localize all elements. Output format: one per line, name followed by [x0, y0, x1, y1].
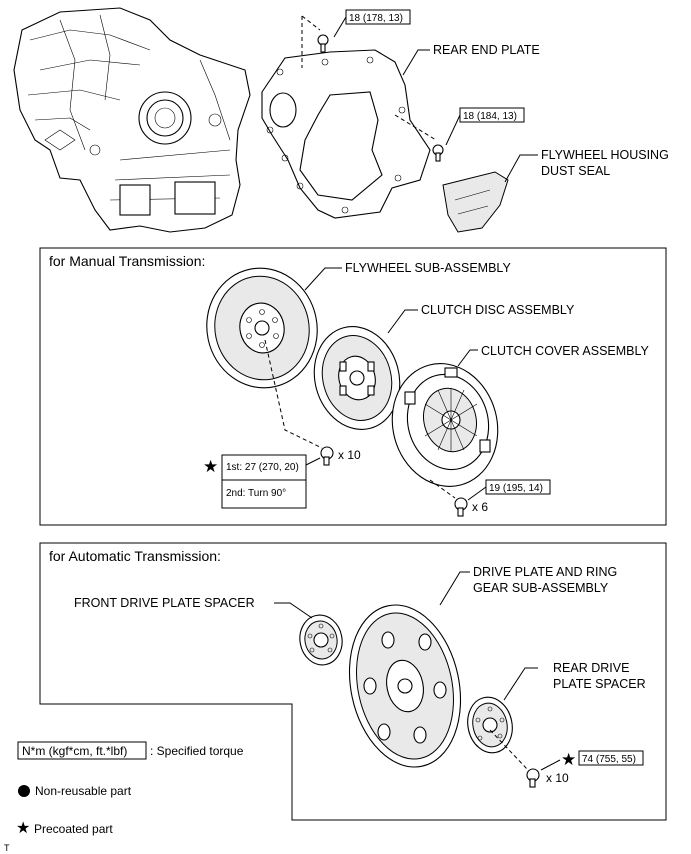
star-precoated-icon: ★ — [16, 818, 30, 837]
qty-drive-plate-bolts: x 10 — [546, 771, 569, 785]
label-rear-end-plate: REAR END PLATE — [433, 43, 540, 57]
section-title-automatic: for Automatic Transmission: — [49, 548, 221, 564]
flywheel-bolt — [264, 339, 334, 466]
label-rear-spacer-2: PLATE SPACER — [553, 677, 646, 691]
label-dust-seal-2: DUST SEAL — [541, 164, 610, 178]
star-precoated-icon: ★ — [561, 750, 576, 770]
torque-flywheel-2nd: 2nd: Turn 90° — [226, 488, 286, 499]
label-drive-plate-1: DRIVE PLATE AND RING — [473, 565, 617, 579]
torque-clutch-cover: 19 (195, 14) — [489, 483, 543, 494]
torque-top-bolt: 18 (178, 13) — [349, 13, 403, 24]
leader-flywheel — [304, 267, 342, 291]
legend-torque-box — [17, 741, 147, 760]
torque-box-drive-plate — [578, 750, 644, 766]
star-precoated-icon: ★ — [203, 457, 218, 477]
front-drive-plate-spacer-part — [299, 614, 343, 666]
leader-rear-end-plate — [402, 49, 430, 76]
label-drive-plate-2: GEAR SUB-ASSEMBLY — [473, 581, 609, 595]
rear-drive-plate-spacer-part — [467, 696, 513, 754]
label-dust-seal-1: FLYWHEEL HOUSING — [541, 148, 669, 162]
flywheel-part — [206, 267, 318, 389]
label-flywheel: FLYWHEEL SUB-ASSEMBLY — [345, 261, 511, 275]
label-clutch-cover: CLUTCH COVER ASSEMBLY — [481, 344, 650, 358]
qty-clutch-bolts: x 6 — [472, 500, 488, 514]
legend-torque-text: : Specified torque — [150, 744, 244, 758]
section-title-manual: for Manual Transmission: — [49, 253, 205, 269]
manual-transmission-section — [39, 247, 667, 526]
qty-flywheel-bolts: x 10 — [338, 448, 361, 462]
torque-right-bolt: 18 (184, 13) — [463, 111, 517, 122]
drive-plate-part — [348, 604, 462, 768]
label-front-spacer: FRONT DRIVE PLATE SPACER — [74, 596, 255, 610]
clutch-disc-part — [313, 326, 401, 430]
legend-precoated: Precoated part — [34, 822, 113, 836]
leader-clutch-cover — [457, 349, 478, 367]
rear-end-plate-part — [261, 49, 431, 219]
legend-torque-units: N*m (kgf*cm, ft.*lbf) — [22, 744, 127, 758]
leader-flywheel-bolt — [305, 457, 321, 466]
clutch-cover-bolt — [429, 479, 468, 517]
flywheel-housing-dust-seal-part — [442, 171, 509, 233]
label-clutch-disc: CLUTCH DISC ASSEMBLY — [421, 303, 575, 317]
engine-block-illustration — [13, 7, 251, 233]
leader-drive-plate — [439, 571, 470, 606]
automatic-transmission-section — [39, 542, 667, 821]
leader-front-spacer — [274, 602, 313, 619]
legend-non-reusable: Non-reusable part — [35, 784, 132, 798]
rear-end-plate-bolt-top — [301, 15, 329, 68]
label-rear-spacer-1: REAR DRIVE — [553, 661, 629, 675]
leader-rear-spacer — [503, 667, 538, 701]
drive-plate-bolt — [489, 729, 540, 788]
leader-dust-seal — [504, 154, 538, 183]
clutch-cover-part — [391, 363, 499, 487]
torque-drive-plate: 74 (755, 55) — [582, 754, 636, 765]
leader-clutch-bolt — [467, 486, 487, 501]
leader-drive-plate-bolt — [540, 759, 561, 771]
rear-end-plate-bolt-right — [394, 114, 444, 162]
leader-top-bolt — [333, 16, 347, 38]
torque-flywheel-1st: 1st: 27 (270, 20) — [226, 462, 299, 473]
non-reusable-bullet-icon — [18, 785, 30, 797]
footer-mark: T — [4, 843, 10, 853]
torque-box-flywheel — [221, 454, 307, 509]
leader-clutch-disc — [387, 309, 418, 334]
leader-right-bolt — [445, 114, 461, 146]
